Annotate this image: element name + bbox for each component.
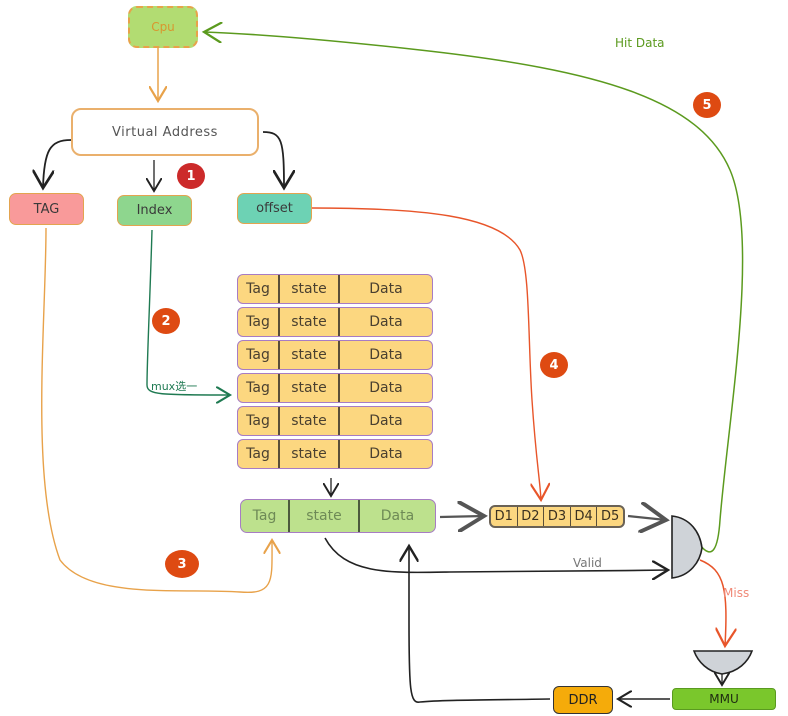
arrow-miss [699, 559, 726, 646]
virtual-address-node[interactable]: Virtual Address [71, 108, 259, 156]
arrow-hit-data [204, 32, 744, 553]
offset-label: offset [256, 201, 293, 216]
step-badge-5: 5 [693, 92, 721, 118]
cache-set-row[interactable]: Tag state Data [237, 439, 433, 469]
row-data: Data [369, 380, 403, 396]
row-state: state [280, 341, 340, 369]
ddr-label: DDR [568, 692, 598, 708]
row-tag: Tag [238, 440, 280, 468]
row-data: Data [369, 314, 403, 330]
arrow-va-to-tag [43, 139, 72, 188]
step-badge-1: 1 [177, 163, 205, 189]
cache-set-row[interactable]: Tag state Data [237, 340, 433, 370]
arrow-index-to-sets [146, 229, 230, 395]
step-badge-2: 2 [152, 308, 180, 334]
cache-set-row[interactable]: Tag state Data [237, 274, 433, 304]
arrow-tag-to-line [41, 227, 272, 594]
cpu-label: Cpu [151, 20, 175, 34]
cache-set-row[interactable]: Tag state Data [237, 406, 433, 436]
index-label: Index [136, 203, 173, 218]
cpu-node[interactable]: Cpu [128, 6, 198, 48]
line-tag: Tag [241, 500, 290, 532]
arrow-va-to-offset [262, 131, 284, 188]
arrow-line-to-words [439, 516, 484, 517]
data-words[interactable]: D1 D2 D3 D4 D5 [489, 505, 625, 528]
line-data: Data [380, 508, 415, 524]
cache-set-row[interactable]: Tag state Data [237, 373, 433, 403]
arrow-offset-to-words [311, 207, 541, 500]
tag-label: TAG [33, 201, 60, 217]
row-tag: Tag [238, 308, 280, 336]
ddr-node[interactable]: DDR [553, 686, 613, 714]
row-state: state [280, 440, 340, 468]
virtual-address-label: Virtual Address [112, 124, 218, 140]
row-state: state [280, 308, 340, 336]
row-data: Data [369, 347, 403, 363]
row-tag: Tag [238, 374, 280, 402]
row-tag: Tag [238, 341, 280, 369]
arrow-ddr-to-line [409, 546, 551, 703]
tag-node[interactable]: TAG [9, 193, 84, 225]
row-tag: Tag [238, 275, 280, 303]
data-word: D2 [518, 507, 545, 526]
row-state: state [280, 275, 340, 303]
row-state: state [280, 407, 340, 435]
miss-mux [692, 650, 754, 675]
row-state: state [280, 374, 340, 402]
row-data: Data [369, 446, 403, 462]
hit-comparator [671, 515, 703, 579]
mmu-label: MMU [709, 692, 739, 706]
row-data: Data [369, 281, 403, 297]
hit-data-label: Hit Data [615, 36, 665, 50]
step-badge-3: 3 [165, 550, 199, 578]
miss-label: Miss [723, 586, 750, 600]
data-word: D5 [601, 509, 620, 524]
data-word: D1 [491, 507, 518, 526]
data-word: D3 [544, 507, 571, 526]
row-tag: Tag [238, 407, 280, 435]
mmu-node[interactable]: MMU [672, 688, 776, 710]
offset-node[interactable]: offset [237, 193, 312, 224]
arrow-valid [324, 537, 668, 572]
mux-select-label: mux选一 [151, 380, 198, 393]
arrow-words-to-mux [627, 516, 666, 520]
step-badge-4: 4 [540, 352, 568, 378]
line-state: state [290, 500, 360, 532]
cache-set-row[interactable]: Tag state Data [237, 307, 433, 337]
selected-cache-line[interactable]: Tag state Data [240, 499, 436, 533]
index-node[interactable]: Index [117, 195, 192, 226]
data-word: D4 [571, 507, 598, 526]
valid-label: Valid [573, 556, 602, 570]
row-data: Data [369, 413, 403, 429]
